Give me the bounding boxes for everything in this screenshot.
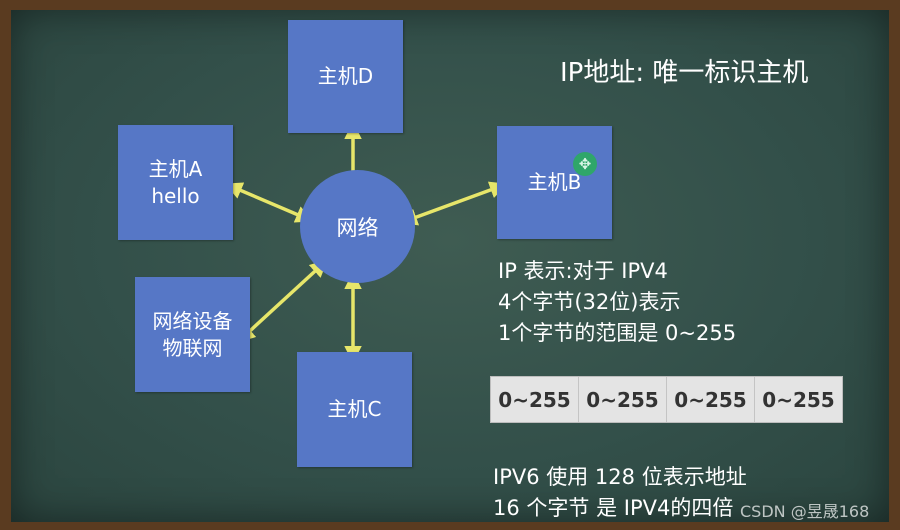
byte-cell-1: 0~255 xyxy=(491,377,579,422)
host-a-label: 主机A xyxy=(148,156,203,181)
host-b-label: 主机B xyxy=(527,170,582,194)
network-device-node: 网络设备 物联网 xyxy=(135,277,250,392)
device-sublabel: 物联网 xyxy=(162,335,223,360)
arrow-network-host-b xyxy=(399,181,508,226)
host-d-node: 主机D xyxy=(288,20,403,133)
host-a-sublabel: hello xyxy=(151,183,200,208)
page-title: IP地址: 唯一标识主机 xyxy=(560,58,809,88)
byte-cell-4: 0~255 xyxy=(762,387,835,412)
ipv4-note-line2: 4个字节(32位)表示 xyxy=(498,290,681,314)
ipv4-note-line1: IP 表示:对于 IPV4 xyxy=(498,259,668,283)
ipv4-byte-table: 0~255 0~255 0~255 0~255 xyxy=(490,376,843,423)
network-node: 网络 xyxy=(300,170,415,283)
byte-cell-2: 0~255 xyxy=(579,377,667,422)
host-a-node: 主机A hello xyxy=(118,125,233,240)
host-c-label: 主机C xyxy=(327,397,382,421)
host-c-node: 主机C xyxy=(297,352,412,467)
ipv4-notes: IP 表示:对于 IPV4 4个字节(32位)表示 1个字节的范围是 0~255 xyxy=(498,256,736,349)
byte-cell-3: 0~255 xyxy=(667,377,755,422)
watermark: CSDN @昱晟168 xyxy=(740,502,870,521)
host-b-node: 主机B xyxy=(497,126,612,239)
arrow-network-host-a xyxy=(224,182,314,223)
ipv6-note-line2: 16 个字节 是 IPV4的四倍 xyxy=(493,496,734,520)
host-d-label: 主机D xyxy=(317,64,374,88)
network-label: 网络 xyxy=(336,215,379,240)
ipv4-note-line3: 1个字节的范围是 0~255 xyxy=(498,321,737,345)
move-cursor-icon: ✥ xyxy=(573,152,597,176)
ipv6-notes: IPV6 使用 128 位表示地址 16 个字节 是 IPV4的四倍 xyxy=(493,462,747,524)
arrow-network-device xyxy=(237,259,328,343)
ipv6-note-line1: IPV6 使用 128 位表示地址 xyxy=(493,465,747,489)
device-label: 网络设备 xyxy=(152,308,233,333)
